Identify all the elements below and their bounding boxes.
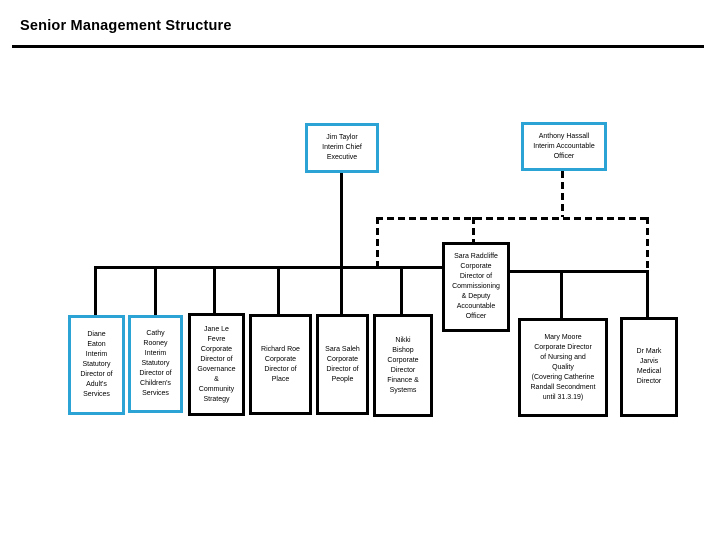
dashed-connector-drop-sara-radcliffe xyxy=(472,217,475,242)
org-box-cathy-rooney: Cathy Rooney Interim Statutory Director … xyxy=(128,315,183,413)
org-box-sara-radcliffe-label: Sara Radcliffe Corporate Director of Com… xyxy=(452,253,500,320)
org-box-diane-eaton: Diane Eaton Interim Statutory Director o… xyxy=(68,315,125,415)
connector-drop-jane xyxy=(213,266,216,313)
org-box-anthony-hassall-label: Anthony Hassall Interim Accountable Offi… xyxy=(533,132,595,160)
connector-drop-mary xyxy=(560,270,563,318)
connector-main-horizontal-left xyxy=(94,266,442,269)
org-box-sara-saleh: Sara Saleh Corporate Director of People xyxy=(316,314,369,415)
connector-main-horizontal-right xyxy=(510,270,649,273)
org-box-nikki-bishop: Nikki Bishop Corporate Director Finance … xyxy=(373,314,433,417)
org-box-jim-taylor-label: Jim Taylor Interim Chief Executive xyxy=(322,134,362,161)
connector-drop-nikki xyxy=(400,266,403,314)
page-title: Senior Management Structure xyxy=(20,18,232,34)
connector-drop-diane xyxy=(94,266,97,315)
org-box-diane-eaton-label: Diane Eaton Interim Statutory Director o… xyxy=(80,331,113,398)
org-box-mary-moore: Mary Moore Corporate Director of Nursing… xyxy=(518,318,608,417)
dashed-connector-accountable-officer-vertical xyxy=(561,171,564,217)
dashed-connector-drop-right xyxy=(646,217,649,270)
org-box-jane-le-fevre-label: Jane Le Fevre Corporate Director of Gove… xyxy=(197,325,236,403)
org-box-sara-saleh-label: Sara Saleh Corporate Director of People xyxy=(325,345,360,383)
org-box-nikki-bishop-label: Nikki Bishop Corporate Director Finance … xyxy=(387,336,419,394)
dashed-connector-horizontal xyxy=(376,217,649,220)
org-box-richard-roe-label: Richard Roe Corporate Director of Place xyxy=(261,345,300,383)
connector-drop-richard xyxy=(277,266,280,314)
org-box-jane-le-fevre: Jane Le Fevre Corporate Director of Gove… xyxy=(188,313,245,416)
org-box-richard-roe: Richard Roe Corporate Director of Place xyxy=(249,314,312,415)
org-box-jim-taylor: Jim Taylor Interim Chief Executive xyxy=(305,123,379,173)
org-box-sara-radcliffe: Sara Radcliffe Corporate Director of Com… xyxy=(442,242,510,332)
connector-drop-jarvis xyxy=(646,270,649,317)
org-box-mark-jarvis-label: Dr Mark Jarvis Medical Director xyxy=(636,348,662,385)
connector-drop-cathy xyxy=(154,266,157,315)
dashed-connector-drop-left xyxy=(376,217,379,266)
title-divider xyxy=(12,45,704,48)
connector-chief-executive-vertical xyxy=(340,173,343,314)
org-box-mark-jarvis: Dr Mark Jarvis Medical Director xyxy=(620,317,678,417)
org-box-anthony-hassall: Anthony Hassall Interim Accountable Offi… xyxy=(521,122,607,171)
org-box-cathy-rooney-label: Cathy Rooney Interim Statutory Director … xyxy=(139,330,172,397)
org-box-mary-moore-label: Mary Moore Corporate Director of Nursing… xyxy=(530,333,596,401)
